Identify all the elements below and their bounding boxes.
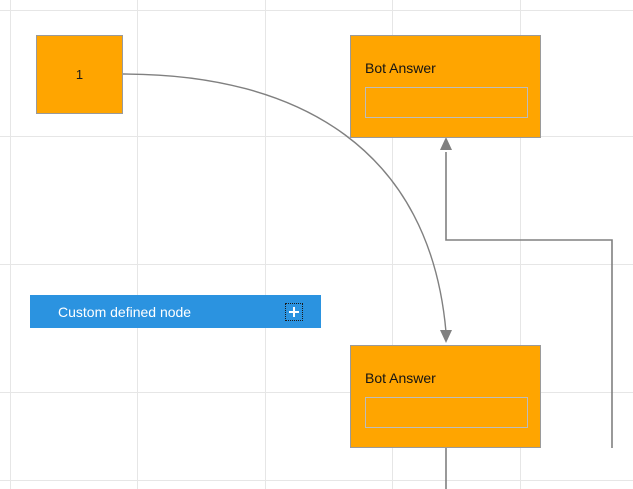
grid-line-horizontal [0, 264, 633, 265]
node-start[interactable]: 1 [36, 35, 123, 114]
node-title: Bot Answer [365, 370, 436, 386]
node-start-label: 1 [75, 67, 84, 82]
node-title: Bot Answer [365, 60, 436, 76]
palette-item-label: Custom defined node [58, 303, 192, 320]
plus-icon[interactable] [285, 302, 303, 321]
grid-line-horizontal [0, 10, 633, 11]
node-answer-field[interactable] [365, 87, 528, 118]
palette-item-custom-defined-node[interactable]: Custom defined node [30, 295, 321, 328]
grid-line-vertical [10, 0, 11, 489]
grid-line-vertical [137, 0, 138, 489]
grid-line-vertical [265, 0, 266, 489]
node-bot-answer-bottom[interactable]: Bot Answer [350, 345, 541, 448]
node-bot-answer-top[interactable]: Bot Answer [350, 35, 541, 138]
node-answer-field[interactable] [365, 397, 528, 428]
grid-line-horizontal [0, 392, 633, 393]
grid-line-horizontal [0, 480, 633, 481]
